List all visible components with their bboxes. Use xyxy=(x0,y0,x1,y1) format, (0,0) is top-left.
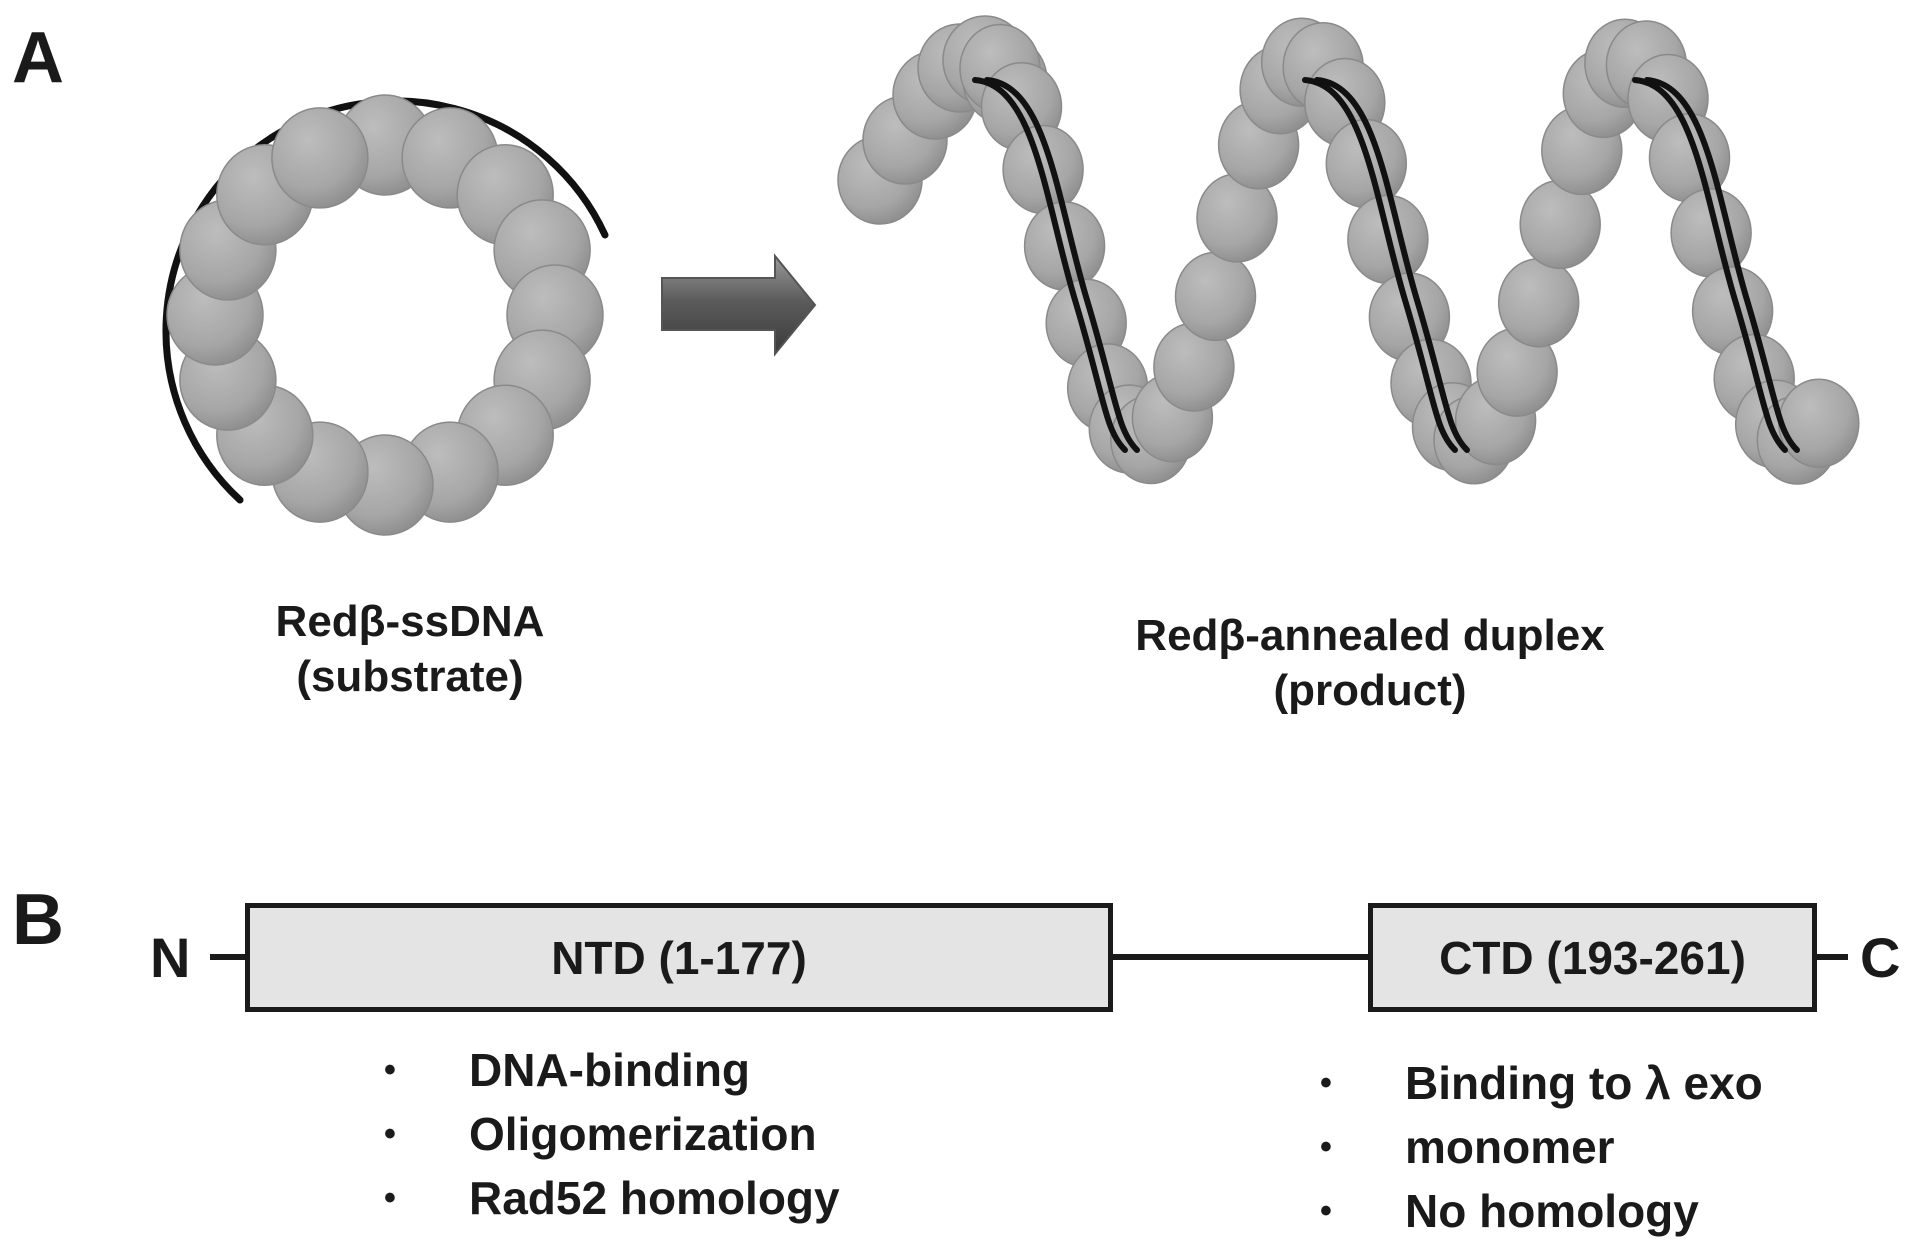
substrate-caption-line-2: (substrate) xyxy=(296,652,524,701)
protein-ring xyxy=(166,94,604,536)
panel-a-illustration xyxy=(162,15,1860,536)
duplex-strand xyxy=(972,77,1128,453)
protein-bead xyxy=(271,107,369,209)
product-caption-line-2: (product) xyxy=(1273,666,1467,715)
panel-b-label: B xyxy=(12,880,64,960)
ntd-domain-box: NTD (1-177) xyxy=(245,903,1113,1012)
ntd-feature-list: DNA-binding Oligomerization Rad52 homolo… xyxy=(384,1038,840,1230)
duplex-strand xyxy=(1644,77,1800,453)
ctd-domain-box: CTD (193-261) xyxy=(1368,903,1817,1012)
domain-linker xyxy=(1111,954,1371,960)
c-terminus-label: C xyxy=(1860,926,1901,989)
ctd-feature-list: Binding to λ exo monomer No homology xyxy=(1320,1051,1763,1243)
ntd-feature-item: Oligomerization xyxy=(384,1102,840,1166)
product-caption: Redβ-annealed duplex (product) xyxy=(1060,608,1680,718)
duplex-strand xyxy=(1314,77,1470,453)
protein-bead xyxy=(1174,251,1257,342)
annealed-duplex-strands xyxy=(972,77,1800,453)
ntd-feature-item: Rad52 homology xyxy=(384,1166,840,1230)
duplex-strand xyxy=(1302,77,1458,453)
c-terminal-tail xyxy=(1815,954,1848,960)
substrate-caption: Redβ-ssDNA (substrate) xyxy=(210,594,610,704)
duplex-strand xyxy=(984,77,1140,453)
product-caption-line-1: Redβ-annealed duplex xyxy=(1135,611,1605,660)
protein-bead xyxy=(1497,257,1580,348)
ntd-label: NTD (1-177) xyxy=(551,931,807,984)
ntd-feature-item: DNA-binding xyxy=(384,1038,840,1102)
ctd-label: CTD (193-261) xyxy=(1439,931,1746,984)
substrate-caption-line-1: Redβ-ssDNA xyxy=(275,597,545,646)
n-terminus-label: N xyxy=(150,926,191,989)
protein-bead xyxy=(1778,378,1860,469)
panel-a-label: A xyxy=(12,18,64,98)
ctd-feature-item: monomer xyxy=(1320,1115,1763,1179)
duplex-strand xyxy=(1632,77,1788,453)
ctd-feature-item: No homology xyxy=(1320,1179,1763,1243)
reaction-arrow xyxy=(661,253,817,357)
n-terminal-tail xyxy=(210,954,250,960)
ctd-feature-item: Binding to λ exo xyxy=(1320,1051,1763,1115)
